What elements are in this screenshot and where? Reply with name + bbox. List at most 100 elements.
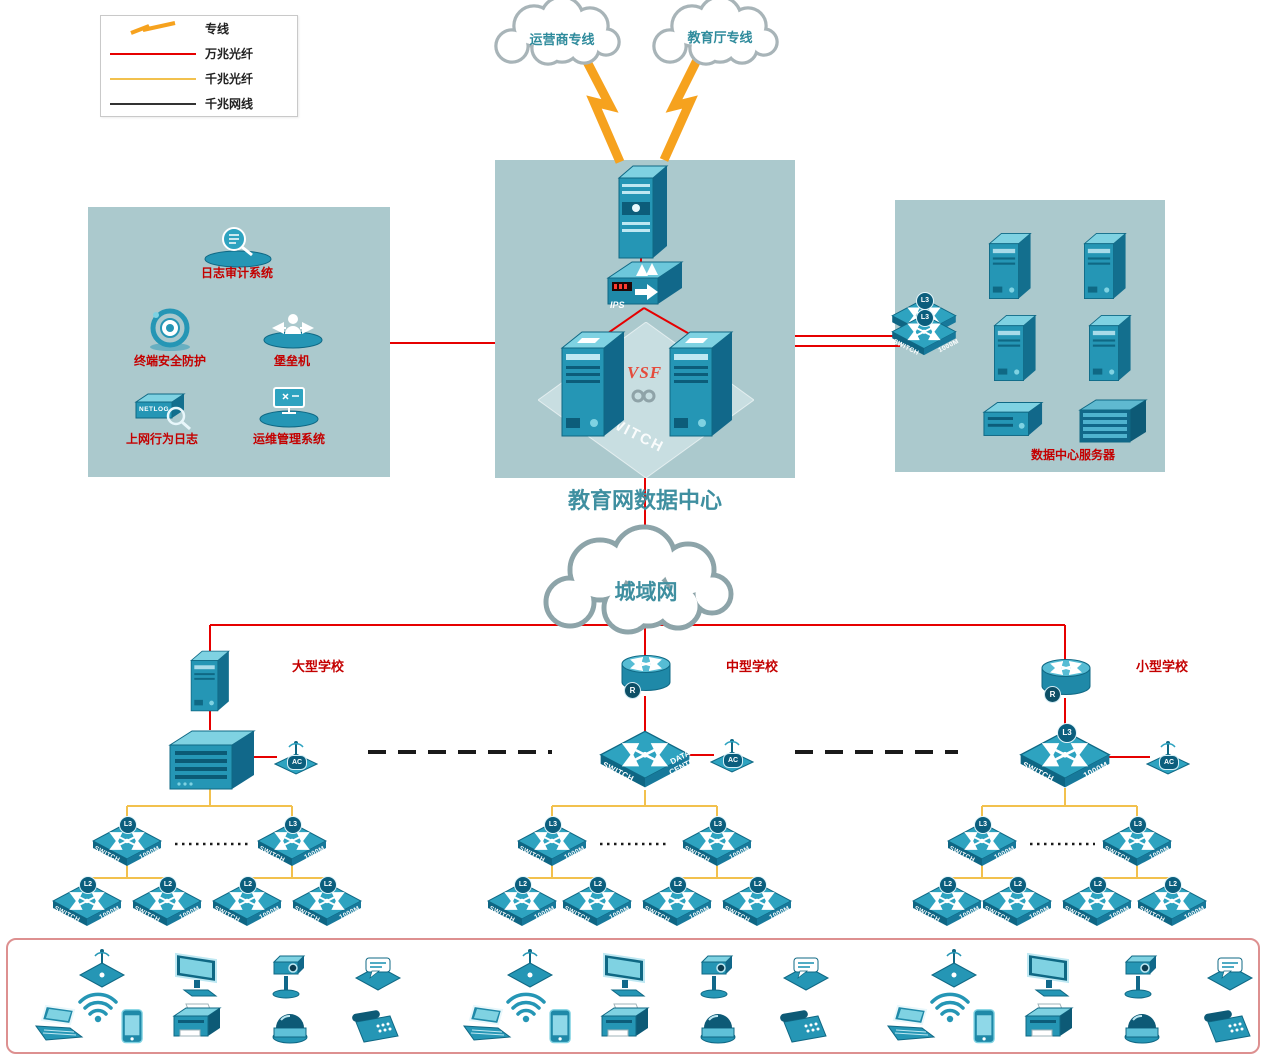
ops-management [258,384,320,428]
monitor-icon [170,952,222,1003]
l2-badge: L2 [514,876,532,894]
small-school-label: 小型学校 [1135,659,1189,674]
server-tower-icon [1089,314,1131,381]
l2-badge: L2 [79,876,97,894]
cctv-camera-icon [1120,952,1168,1007]
small-school-core-switch: L3 SWITCH 1000M [1019,723,1111,790]
large-school-core-chassis [166,726,258,792]
cctv-camera-icon [696,952,744,1007]
l2-badge: L2 [1164,876,1182,894]
smartphone-icon [972,1008,998,1053]
dc-server-3 [990,312,1040,384]
dc-server-4 [1085,312,1135,384]
legend-row-1g-copper: 千兆网线 [101,91,297,116]
chassis-icon [169,730,255,790]
wifi-signal-icon [506,988,546,1029]
terminal-group-small-school [872,942,1265,1050]
dc-servers-label: 数据中心服务器 [1030,448,1116,462]
legend-label: 专线 [205,22,230,36]
medium-school-core-switch: SWITCH DATA CENTER [599,730,701,790]
dome-camera-icon [696,1006,740,1049]
legend-row-1g-fiber: 千兆光纤 [101,66,297,91]
education-cloud-label: 教育厅专线 [687,30,753,45]
terminal-security-icon [150,308,190,351]
ops-management-label: 运维管理系统 [252,432,326,446]
ops-management-icon [259,387,319,428]
l3-badge: L3 [916,309,934,327]
cctv-camera-icon [268,952,316,1007]
server-icon [669,331,733,437]
small-school-router: R [1038,656,1094,703]
legend-row-10g: 万兆光纤 [101,41,297,66]
monitor-icon [1022,952,1074,1003]
server-icon [561,331,625,437]
printer-icon [1022,1002,1078,1049]
legend-label: 千兆网线 [205,97,254,111]
monitor-icon [598,952,650,1003]
l3-badge: L3 [709,816,727,834]
wlan-ap-icon [506,948,554,993]
l2-badge: L2 [1089,876,1107,894]
bastion-icon [263,314,323,349]
terminal-group-medium-school [448,942,848,1050]
wlan-ap-icon [78,948,126,993]
l2-badge: L2 [239,876,257,894]
log-audit-icon [204,227,272,268]
large-school-label: 大型学校 [291,659,345,674]
dc-storage [982,400,1044,438]
server-tower-icon [1084,233,1126,299]
l2-badge: L2 [749,876,767,894]
yellow-line-icon [101,77,205,80]
link-icon [631,389,656,403]
dc-rack-switch [1078,398,1148,444]
terminal-security [142,306,198,352]
dc-stack-switch: L3 L3 SWITCH 1000M [891,292,961,372]
small-school-ac: AC [1146,740,1190,776]
desk-phone-icon [350,1008,402,1053]
chat-terminal-icon [1206,956,1254,997]
l2-badge: L2 [589,876,607,894]
wifi-signal-icon [78,988,118,1029]
large-school-gateway [188,648,232,714]
medium-school-ac: AC [710,738,754,774]
wifi-signal-icon [930,988,970,1029]
legend-label: 千兆光纤 [205,72,254,86]
ac-badge: AC [723,753,743,768]
router-badge: R [1044,686,1061,703]
l2-badge: L2 [1009,876,1027,894]
wlan-ap-icon [930,948,978,993]
terminal-security-label: 终端安全防护 [133,354,207,368]
chat-terminal-icon [782,956,830,997]
large-school-ac: AC [274,740,318,776]
vsf-label: VSF [627,363,663,382]
printer-icon [170,1002,226,1049]
ips-device: IPS [602,258,686,318]
legend: 专线 万兆光纤 千兆光纤 千兆网线 [100,15,298,117]
netlog-device: NETLOG [130,386,194,432]
router-badge: R [624,682,641,699]
l3-badge: L3 [1057,723,1077,743]
log-audit-system [203,224,273,268]
ac-badge: AC [1159,755,1179,770]
dc-server-1 [985,230,1035,302]
l3-badge: L3 [916,292,934,310]
black-line-icon [101,102,205,105]
l3-badge: L3 [544,816,562,834]
netlog-icon [134,393,191,431]
dome-camera-icon [1120,1006,1164,1049]
log-audit-label: 日志审计系统 [200,266,274,280]
l2-badge: L2 [939,876,957,894]
rack-icon [1079,399,1147,443]
bastion-host [262,308,324,350]
